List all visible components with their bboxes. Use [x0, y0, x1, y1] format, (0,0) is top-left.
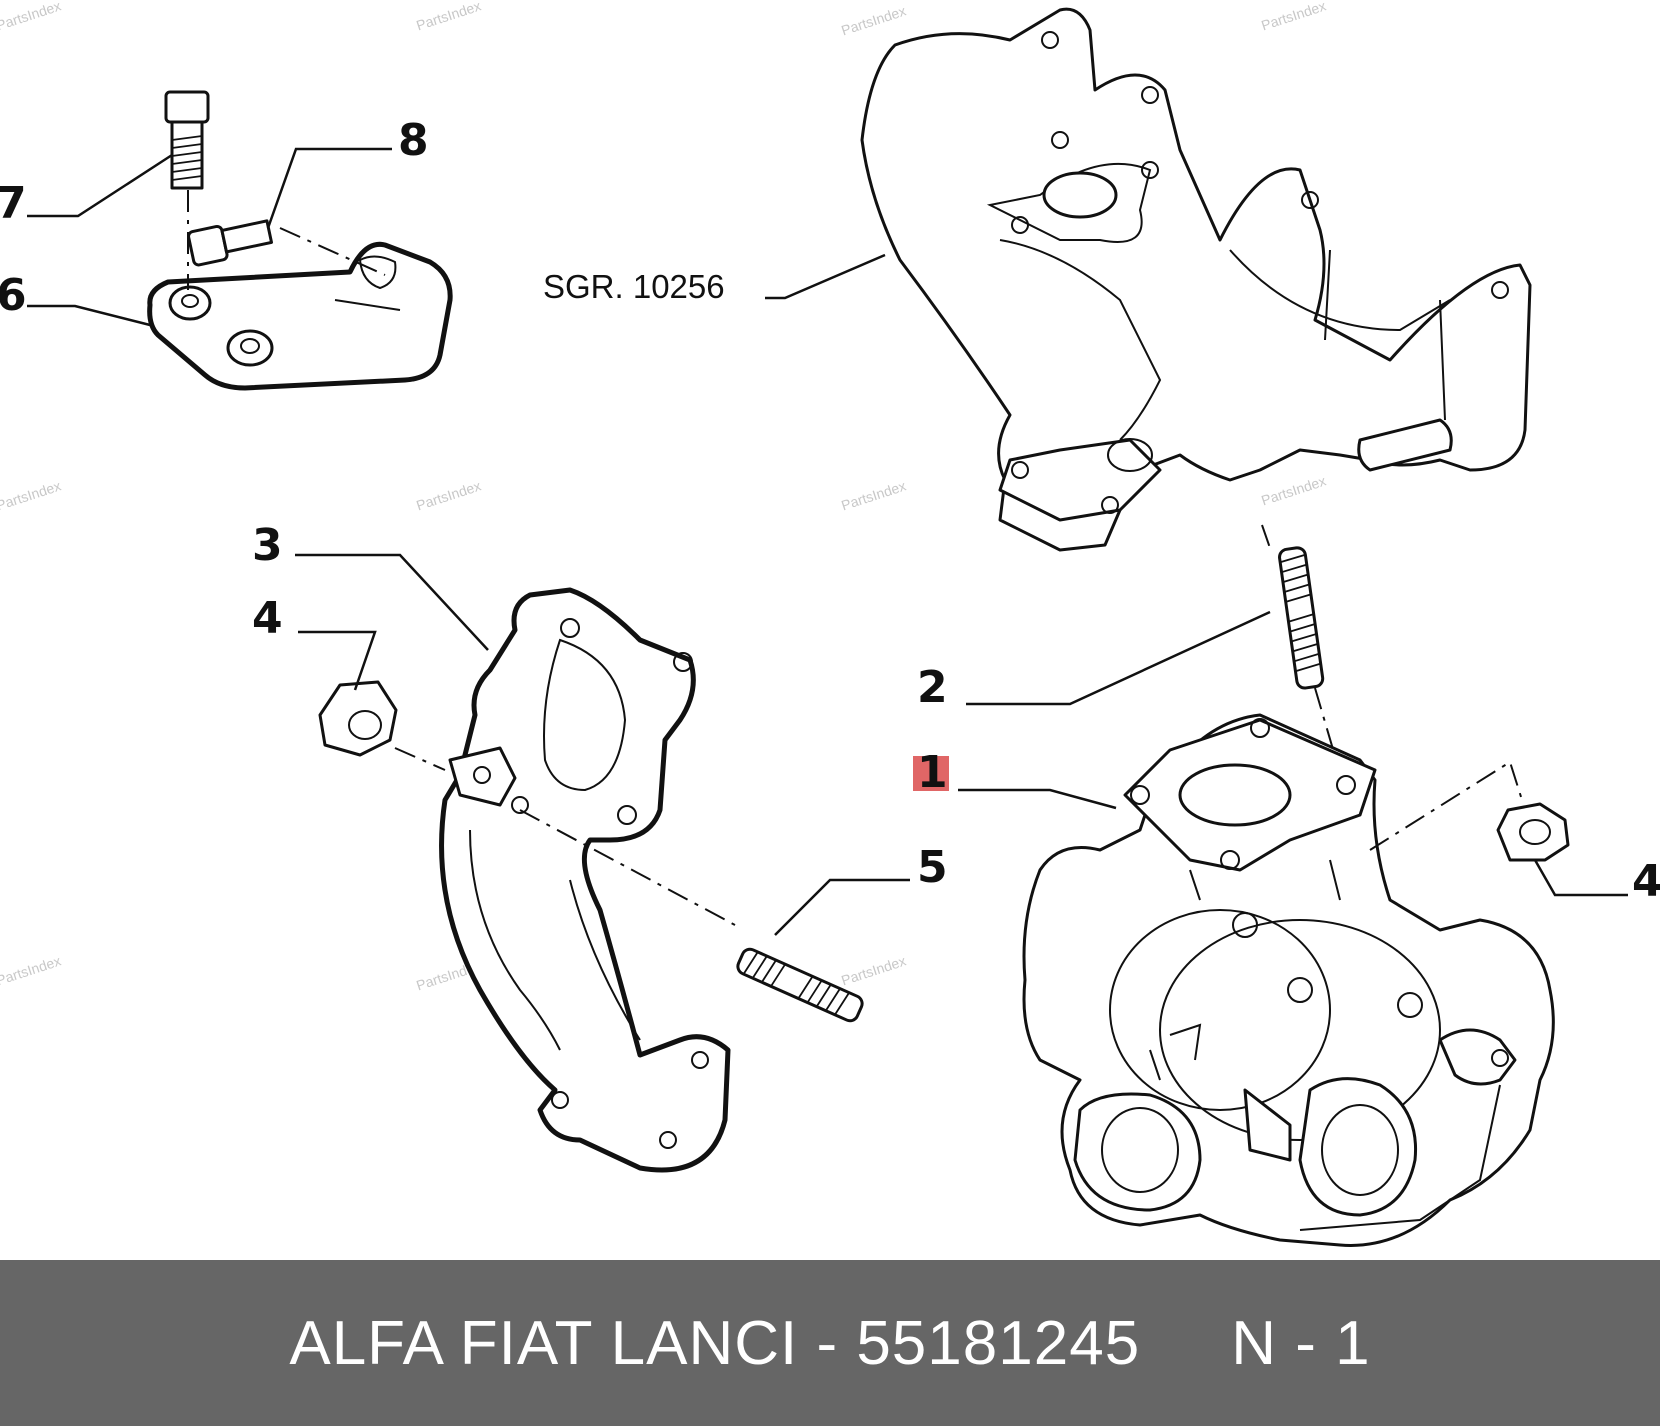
watermark: PartsIndex [839, 3, 908, 39]
watermark: PartsIndex [1259, 0, 1328, 33]
leader-line [27, 153, 173, 218]
stud-5 [736, 947, 864, 1023]
callout-1: 1 [917, 747, 948, 798]
bracket-6 [147, 241, 453, 391]
leader-line [1533, 859, 1628, 897]
reference-label: SGR. 10256 [543, 268, 725, 305]
leader-line [266, 147, 392, 229]
leader-line [765, 253, 886, 300]
watermark: PartsIndex [0, 953, 63, 989]
callout-7: 7 [0, 178, 27, 229]
callout-4-right: 4 [1632, 856, 1660, 907]
watermark: PartsIndex [414, 478, 483, 514]
callout-6: 6 [0, 270, 27, 321]
watermark: PartsIndex [1259, 473, 1328, 509]
bolt-7 [164, 90, 210, 190]
axis-line [279, 227, 386, 276]
exhaust-pipe-3 [439, 587, 731, 1173]
nut-4-right [1496, 802, 1570, 862]
axis-line [1261, 524, 1271, 549]
footer-bar: ALFA FIAT LANCI - 55181245 N - 1 [0, 1260, 1660, 1426]
leader-line [295, 553, 489, 651]
turbocharger-1 [1022, 713, 1555, 1247]
parts-diagram: PartsIndex PartsIndex PartsIndex PartsIn… [0, 0, 1660, 1247]
bolt-8 [187, 219, 274, 267]
watermark: PartsIndex [0, 0, 63, 33]
callout-2: 2 [917, 662, 948, 713]
stud-2 [1278, 546, 1325, 690]
leader-line [966, 610, 1271, 706]
axis-line [1369, 760, 1523, 851]
part-number-label: ALFA FIAT LANCI - 55181245 N - 1 [289, 1308, 1371, 1378]
watermark: PartsIndex [414, 0, 483, 33]
nut-4-left [318, 680, 398, 757]
leader-line [27, 304, 151, 327]
highlight-marker [913, 756, 949, 791]
exhaust-manifold [860, 7, 1532, 552]
leader-line [774, 878, 910, 936]
watermark: PartsIndex [0, 478, 63, 514]
watermark: PartsIndex [839, 953, 908, 989]
callout-8: 8 [398, 115, 429, 166]
watermark: PartsIndex [839, 478, 908, 514]
leader-line [958, 788, 1117, 810]
axis-line [1314, 687, 1343, 781]
callout-3: 3 [252, 520, 283, 571]
callout-4: 4 [252, 593, 283, 644]
callout-5: 5 [917, 842, 948, 893]
axis-line [394, 747, 446, 771]
leader-line [298, 630, 377, 691]
